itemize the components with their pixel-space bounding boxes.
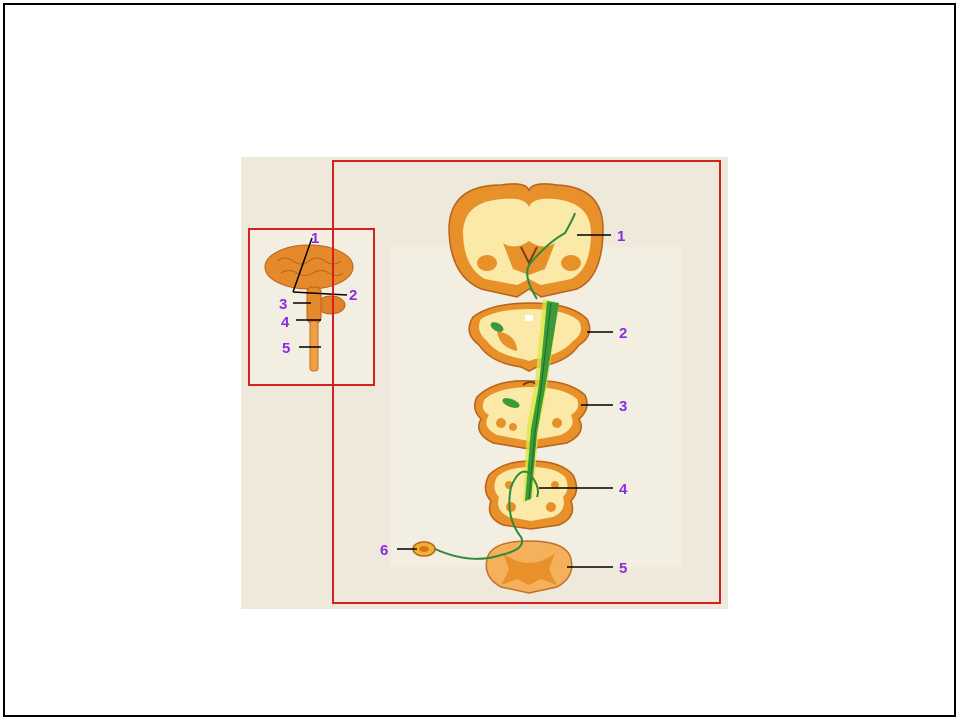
section-label-3: 3 — [619, 398, 627, 415]
spinal-cord-shape — [310, 321, 318, 371]
inset-label-3: 3 — [279, 296, 287, 313]
inset-label-1: 1 — [311, 230, 319, 247]
section-label-1: 1 — [617, 228, 625, 245]
section-cerebrum — [449, 184, 603, 297]
section-label-2: 2 — [619, 325, 627, 342]
section-spinal-cord — [486, 541, 571, 593]
section-label-6: 6 — [380, 542, 388, 559]
neuroanatomy-figure: 1 2 3 4 5 — [241, 157, 728, 609]
figure-canvas: 1 2 3 4 5 — [241, 157, 728, 609]
section-label-5: 5 — [619, 560, 627, 577]
inset-label-4: 4 — [281, 314, 290, 331]
section-label-4: 4 — [619, 481, 628, 498]
inset-label-2: 2 — [349, 287, 357, 304]
inset-label-5: 5 — [282, 340, 290, 357]
cerebrum-shape — [265, 245, 353, 289]
ganglion-core — [419, 546, 429, 552]
